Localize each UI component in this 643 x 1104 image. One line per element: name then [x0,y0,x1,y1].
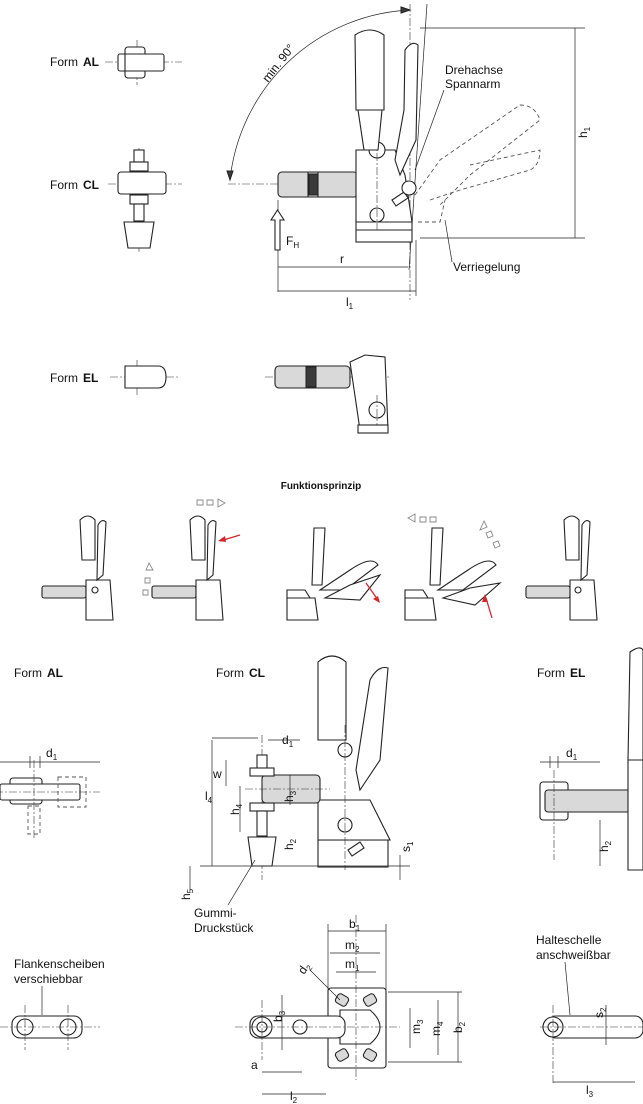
arrow-up-icon [269,208,286,251]
form-al-dim-code: AL [47,666,63,680]
principle-step-1 [41,515,114,621]
form-el-code: EL [83,371,98,385]
main-clamp-drawing: min. 90° h1 r l1 [226,3,592,311]
hollow-triangle-arrow-icon [196,498,226,508]
halte-label-1: Halteschelle [536,933,602,947]
verriegelung-label: Verriegelung [453,260,520,274]
cl-l4-dim: l4 [205,789,213,805]
fh-label: FH [286,234,299,250]
r-dim: r [340,252,344,266]
al-d1-dim: d1 [46,746,58,762]
m2-dim: m2 [345,938,360,954]
gummi-label-1: Gummi- [194,906,237,920]
funktionsprinzip-title: Funktionsprinzip [281,481,362,492]
l2-dim: l2 [290,1089,298,1104]
b1-dim: b1 [349,917,361,933]
form-al-dim-word: Form [14,666,42,680]
principle-step-5 [525,515,598,621]
form-cl-label: Form CL [50,178,99,192]
form-el-dim-drawing: d1 h2 [539,647,643,871]
halte-label-2: anschweißbar [536,948,611,962]
el-d1-dim: d1 [566,746,578,762]
form-el-label: Form EL [50,371,98,385]
form-cl-dim-label: Form CL [216,666,265,680]
drehachse-label-1: Drehachse [445,63,503,77]
h1-dim: h1 [576,126,592,138]
d2-dim: d2 [295,959,315,978]
form-al-dim-label: Form AL [14,666,63,680]
form-al-label: Form AL [50,55,99,69]
arc-arrow-end-icon [400,6,412,14]
form-cl-code: CL [83,178,99,192]
el-top-view: Halteschelle anschweißbar s2 l3 [536,933,643,1099]
swing-arc [229,9,411,181]
principle-step-3 [286,527,382,621]
flanken-label-1: Flankenscheiben [14,957,105,971]
cl-top-view: b1 m2 m1 d2 b2 m4 m3 b3 a l2 [235,915,467,1104]
m3-dim: m3 [409,1019,425,1034]
form-el-drawing [110,360,178,395]
cl-h4-dim: h4 [228,803,244,815]
flanken-label-2: verschiebbar [14,972,83,986]
cl-h2-dim: h2 [282,838,298,850]
form-el-dim-word: Form [537,666,565,680]
form-cl-drawing [108,148,182,252]
form-el-dim-code: EL [570,666,585,680]
cl-w-dim: w [212,767,222,781]
s2-dim: s2 [592,1007,608,1018]
gummi-label-2: Druckstück [194,921,254,935]
form-cl-dim-word: Form [216,666,244,680]
arc-arrow-start-icon [226,170,234,182]
cl-s1-dim: s1 [399,841,415,852]
form-al-word: Form [50,55,78,69]
cl-h5-dim: h5 [179,888,195,900]
cl-d1-dim: d1 [282,733,294,749]
form-cl-dim-code: CL [249,666,265,680]
al-top-view: Flankenscheiben verschiebbar [0,957,105,1050]
cl-h3-dim: h3 [282,790,298,802]
el-h2-dim: h2 [597,840,613,852]
form-el-word: Form [50,371,78,385]
form-al-code: AL [83,55,99,69]
b3-dim: b3 [271,1010,287,1022]
principle-step-2 [142,498,241,621]
min-angle-label: min. 90° [259,41,297,85]
m4-dim: m4 [429,1021,445,1036]
a-dim: a [251,1058,258,1072]
m1-dim: m1 [345,957,360,973]
form-al-drawing [105,40,182,85]
l1-dim: l1 [346,295,354,311]
principle-step-4 [404,513,502,621]
drehachse-label-2: Spannarm [445,77,500,91]
red-motion-arrow-icon [218,536,226,542]
form-cl-dim-drawing: d1 l4 w h4 h3 h2 s1 h5 Gummi- Druckstück [179,655,415,935]
l3-dim: l3 [586,1083,594,1099]
form-al-dim-drawing: d1 [0,746,100,840]
form-cl-word: Form [50,178,78,192]
form-el-dim-label: Form EL [537,666,585,680]
b2-dim: b2 [451,1021,467,1033]
el-side-drawing [265,354,390,434]
